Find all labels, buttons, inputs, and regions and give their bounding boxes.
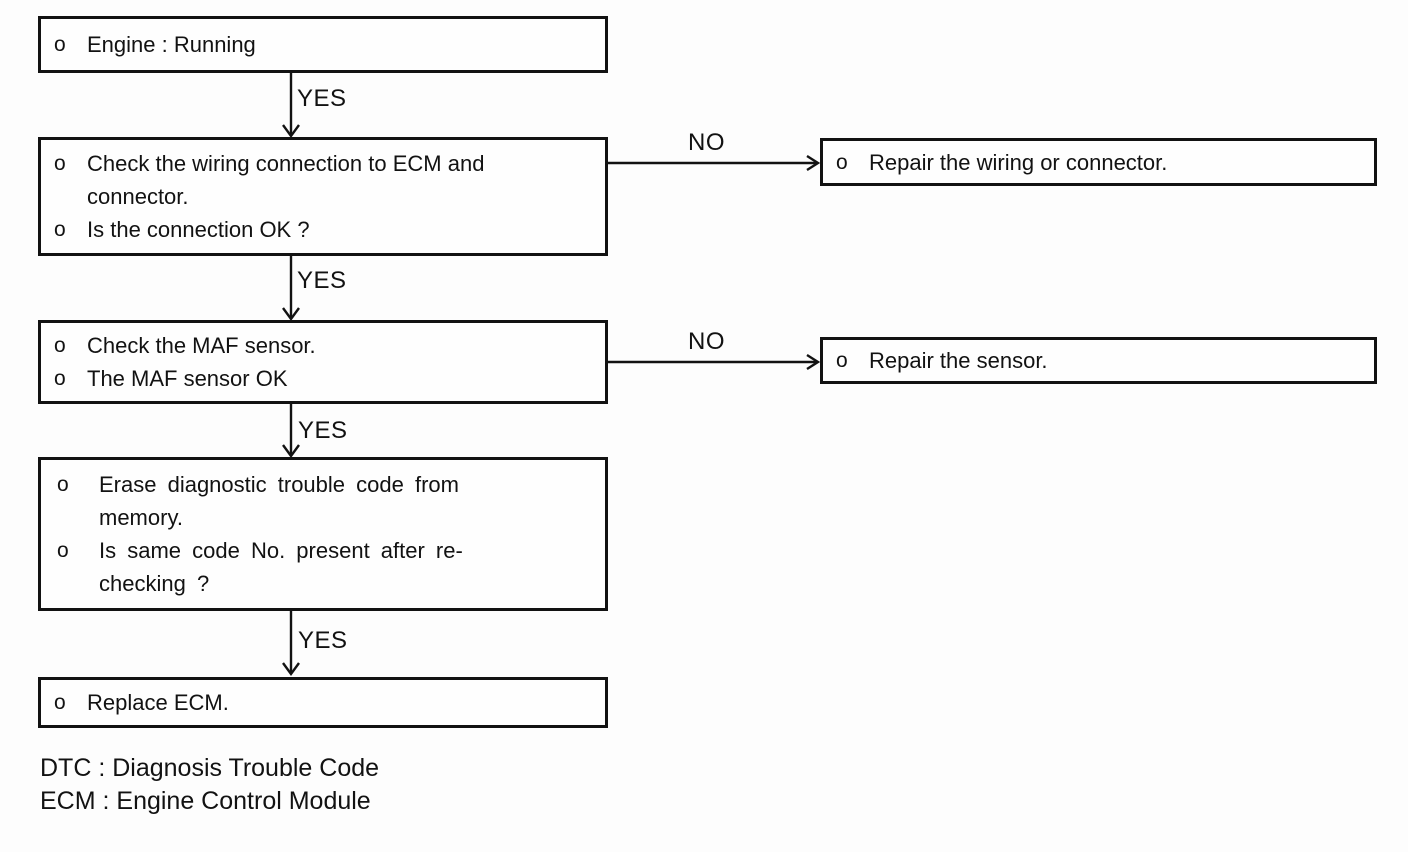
box-item: o Check the wiring connection to ECM and…	[41, 147, 595, 213]
box-text-line: The MAF sensor OK	[87, 366, 288, 391]
legend-line-dtc: DTC : Diagnosis Trouble Code	[40, 754, 380, 782]
box-text-line: Repair the sensor.	[869, 348, 1048, 373]
box-text-line: Erase diagnostic trouble code from	[99, 472, 459, 497]
box-text-line: checking ?	[99, 571, 210, 596]
yes-label-2: YES	[297, 267, 347, 294]
abbreviation-legend: DTC : Diagnosis Trouble Code ECM : Engin…	[40, 752, 379, 818]
box-text-line: memory.	[99, 505, 183, 530]
arrow-down-yes-2	[282, 255, 300, 322]
box-item: o Engine : Running	[41, 28, 595, 61]
flow-box-replace-ecm: o Replace ECM.	[38, 677, 608, 728]
flow-box-engine-running: o Engine : Running	[38, 16, 608, 73]
arrow-down-yes-1	[282, 72, 300, 139]
box-text-line: Replace ECM.	[87, 690, 229, 715]
bullet-marker: o	[836, 150, 848, 174]
yes-label-4: YES	[298, 627, 348, 654]
arrow-down-yes-4	[282, 611, 300, 677]
flow-box-repair-wiring: o Repair the wiring or connector.	[820, 138, 1377, 186]
bullet-marker: o	[836, 349, 848, 372]
box-item: o Is the connection OK ?	[41, 213, 595, 246]
bullet-marker: o	[54, 691, 66, 714]
flow-box-erase-dtc: o Erase diagnostic trouble code from mem…	[38, 457, 608, 611]
bullet-marker: o	[54, 152, 66, 175]
box-text-line: Repair the wiring or connector.	[869, 149, 1168, 175]
box-text-line: Is same code No. present after re-	[99, 538, 463, 563]
bullet-marker: o	[57, 473, 69, 496]
box-text-line: Check the MAF sensor.	[87, 333, 316, 358]
no-label-1: NO	[688, 129, 725, 156]
legend-line-ecm: ECM : Engine Control Module	[40, 787, 371, 815]
arrow-right-no-2	[608, 353, 821, 371]
box-item: o Repair the wiring or connector.	[823, 146, 1364, 179]
box-item: o Erase diagnostic trouble code from mem…	[41, 468, 595, 534]
yes-label-1: YES	[297, 85, 347, 112]
bullet-marker: o	[54, 33, 66, 56]
box-item: o The MAF sensor OK	[41, 362, 595, 395]
box-text-line: connector.	[87, 184, 189, 209]
flow-box-check-maf: o Check the MAF sensor. o The MAF sensor…	[38, 320, 608, 404]
bullet-marker: o	[54, 367, 66, 390]
bullet-marker: o	[57, 539, 69, 562]
no-label-2: NO	[688, 328, 725, 355]
bullet-marker: o	[54, 218, 66, 241]
flow-box-repair-sensor: o Repair the sensor.	[820, 337, 1377, 384]
arrow-right-no-1	[608, 154, 821, 172]
bullet-marker: o	[54, 334, 66, 357]
box-text-line: Engine : Running	[87, 32, 256, 57]
yes-label-3: YES	[298, 417, 348, 444]
arrow-down-yes-3	[282, 404, 300, 458]
box-text-line: Check the wiring connection to ECM and	[87, 151, 485, 176]
box-text-line: Is the connection OK ?	[87, 217, 310, 242]
box-item: o Replace ECM.	[41, 686, 595, 719]
box-item: o Repair the sensor.	[823, 344, 1364, 377]
flow-box-check-wiring: o Check the wiring connection to ECM and…	[38, 137, 608, 256]
box-item: o Is same code No. present after re- che…	[41, 534, 595, 600]
box-item: o Check the MAF sensor.	[41, 329, 595, 362]
